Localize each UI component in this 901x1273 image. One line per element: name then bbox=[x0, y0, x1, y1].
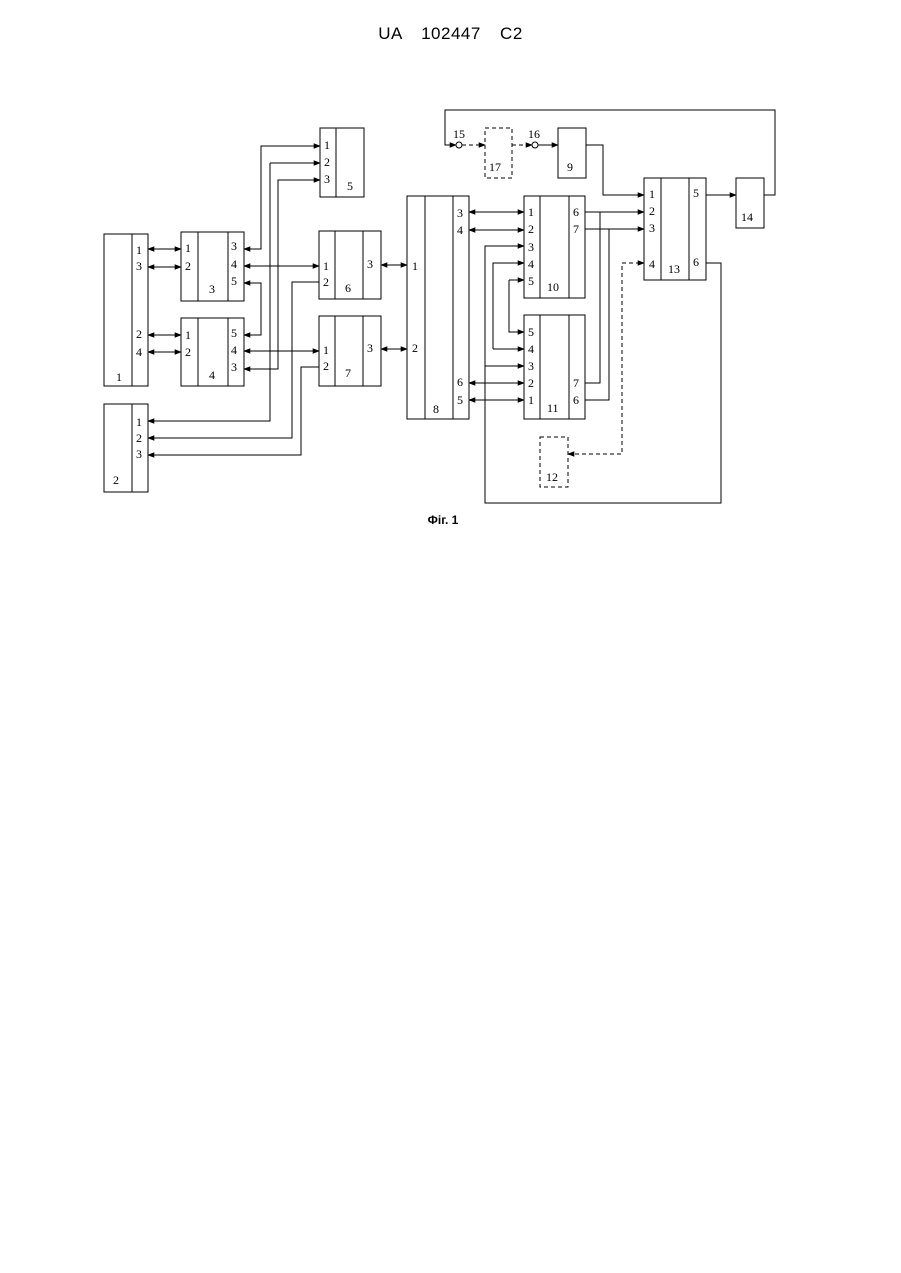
svg-text:5: 5 bbox=[693, 186, 699, 200]
svg-text:3: 3 bbox=[231, 360, 237, 374]
block-9: 9 bbox=[558, 128, 586, 178]
svg-text:14: 14 bbox=[741, 210, 753, 224]
svg-text:4: 4 bbox=[528, 342, 534, 356]
svg-text:3: 3 bbox=[528, 240, 534, 254]
block-14: 14 bbox=[736, 178, 764, 228]
svg-text:2: 2 bbox=[185, 345, 191, 359]
svg-text:3: 3 bbox=[367, 257, 373, 271]
svg-text:17: 17 bbox=[489, 160, 501, 174]
svg-text:2: 2 bbox=[136, 327, 142, 341]
block-6: 6 1 2 3 bbox=[319, 231, 381, 299]
block-11: 11 5 4 3 2 1 7 6 bbox=[524, 315, 585, 419]
svg-text:2: 2 bbox=[185, 259, 191, 273]
svg-text:5: 5 bbox=[347, 179, 353, 193]
svg-text:4: 4 bbox=[136, 345, 142, 359]
block-diagram: 1 1 3 2 4 2 1 2 3 3 1 2 3 4 5 4 1 2 5 4 … bbox=[0, 0, 901, 560]
svg-text:7: 7 bbox=[573, 376, 579, 390]
svg-text:2: 2 bbox=[324, 155, 330, 169]
svg-text:1: 1 bbox=[528, 393, 534, 407]
svg-text:6: 6 bbox=[457, 375, 463, 389]
svg-text:1: 1 bbox=[185, 241, 191, 255]
svg-text:2: 2 bbox=[113, 473, 119, 487]
svg-text:7: 7 bbox=[345, 366, 351, 380]
block-7: 7 1 2 3 bbox=[319, 316, 381, 386]
svg-text:5: 5 bbox=[231, 274, 237, 288]
svg-text:2: 2 bbox=[136, 431, 142, 445]
block-4: 4 1 2 5 4 3 bbox=[181, 318, 244, 386]
svg-text:3: 3 bbox=[136, 259, 142, 273]
svg-text:3: 3 bbox=[136, 447, 142, 461]
svg-text:3: 3 bbox=[367, 341, 373, 355]
svg-text:1: 1 bbox=[528, 205, 534, 219]
svg-text:4: 4 bbox=[649, 257, 655, 271]
block-17: 17 bbox=[485, 128, 512, 178]
svg-text:1: 1 bbox=[136, 243, 142, 257]
block-2: 2 1 2 3 bbox=[104, 404, 148, 492]
svg-text:3: 3 bbox=[649, 221, 655, 235]
svg-text:6: 6 bbox=[573, 205, 579, 219]
svg-text:3: 3 bbox=[528, 359, 534, 373]
svg-text:1: 1 bbox=[116, 370, 122, 384]
svg-text:9: 9 bbox=[567, 160, 573, 174]
svg-text:1: 1 bbox=[412, 259, 418, 273]
svg-text:13: 13 bbox=[668, 262, 680, 276]
svg-text:2: 2 bbox=[412, 341, 418, 355]
svg-text:2: 2 bbox=[528, 376, 534, 390]
svg-text:3: 3 bbox=[209, 282, 215, 296]
block-10: 10 1 2 3 4 5 6 7 bbox=[524, 196, 585, 298]
svg-text:4: 4 bbox=[231, 257, 237, 271]
svg-text:5: 5 bbox=[457, 393, 463, 407]
svg-text:15: 15 bbox=[453, 127, 465, 141]
svg-text:3: 3 bbox=[324, 172, 330, 186]
svg-text:5: 5 bbox=[231, 326, 237, 340]
figure-caption: Фіг. 1 bbox=[0, 513, 886, 527]
svg-text:1: 1 bbox=[649, 187, 655, 201]
svg-text:1: 1 bbox=[324, 138, 330, 152]
svg-text:2: 2 bbox=[528, 222, 534, 236]
block-3: 3 1 2 3 4 5 bbox=[181, 232, 244, 301]
block-12: 12 bbox=[540, 437, 568, 487]
block-13: 13 1 2 3 4 5 6 bbox=[644, 178, 706, 280]
svg-text:10: 10 bbox=[547, 280, 559, 294]
svg-text:1: 1 bbox=[323, 259, 329, 273]
svg-text:2: 2 bbox=[323, 275, 329, 289]
block-1: 1 1 3 2 4 bbox=[104, 234, 148, 386]
svg-text:2: 2 bbox=[323, 359, 329, 373]
svg-text:16: 16 bbox=[528, 127, 540, 141]
svg-text:3: 3 bbox=[231, 239, 237, 253]
svg-text:5: 5 bbox=[528, 274, 534, 288]
svg-text:4: 4 bbox=[528, 257, 534, 271]
svg-text:11: 11 bbox=[547, 401, 559, 415]
svg-text:3: 3 bbox=[457, 206, 463, 220]
block-5: 5 1 2 3 bbox=[320, 128, 364, 197]
svg-text:8: 8 bbox=[433, 402, 439, 416]
svg-text:12: 12 bbox=[546, 470, 558, 484]
svg-text:1: 1 bbox=[136, 415, 142, 429]
svg-text:1: 1 bbox=[185, 328, 191, 342]
svg-text:2: 2 bbox=[649, 204, 655, 218]
svg-text:5: 5 bbox=[528, 325, 534, 339]
svg-text:6: 6 bbox=[345, 281, 351, 295]
svg-text:6: 6 bbox=[573, 393, 579, 407]
svg-text:7: 7 bbox=[573, 222, 579, 236]
svg-text:1: 1 bbox=[323, 343, 329, 357]
svg-text:4: 4 bbox=[457, 223, 463, 237]
svg-text:6: 6 bbox=[693, 255, 699, 269]
block-8: 8 1 2 3 4 6 5 bbox=[407, 196, 469, 419]
svg-text:4: 4 bbox=[209, 368, 215, 382]
svg-text:4: 4 bbox=[231, 343, 237, 357]
